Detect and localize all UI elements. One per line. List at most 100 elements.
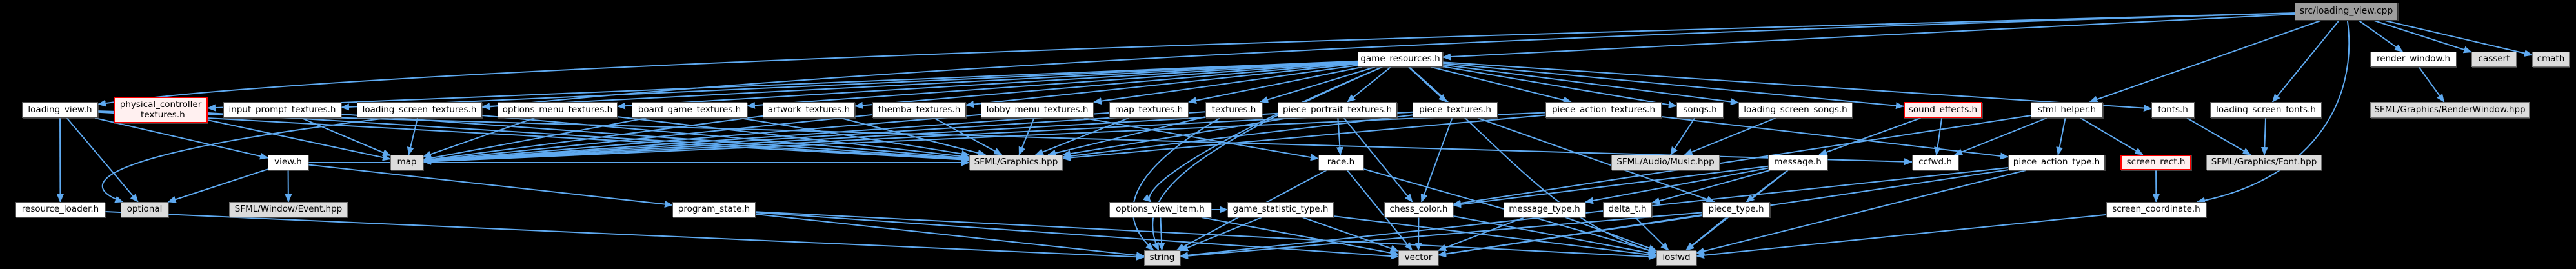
include-edge-game_resources-to-songs [1442, 66, 1677, 108]
include-edge-piece_type-to-vector [1438, 214, 1703, 257]
include-edge-game_resources-to-loading_screen_textures [481, 61, 1358, 110]
graph-node-label: piece_action_textures.h [1551, 104, 1656, 115]
graph-node-label: piece_textures.h [1419, 104, 1491, 115]
graph-node-label: map_textures.h [1114, 104, 1183, 115]
graph-node-themba_textures[interactable]: themba_textures.h [872, 102, 966, 118]
graph-node-sfml_helper[interactable]: sfml_helper.h [2031, 102, 2103, 118]
include-edge-game_statistic_type-to-string [1180, 217, 1262, 252]
include-edge-message-to-chess_color [1453, 165, 1769, 208]
graph-node-loading_screen_textures[interactable]: loading_screen_textures.h [357, 102, 482, 118]
include-edge-delta_t-to-iosfwd [1635, 217, 1669, 251]
graph-node-sound_effects[interactable]: sound_effects.h [1904, 102, 1982, 118]
graph-node-sfml_graphics[interactable]: SFML/Graphics.hpp [969, 155, 1063, 170]
graph-node-label: lobby_menu_textures.h [986, 104, 1089, 115]
graph-node-sfml_font[interactable]: SFML/Graphics/Font.hpp [2206, 155, 2322, 170]
graph-node-root[interactable]: src/loading_view.cpp [2295, 3, 2398, 21]
graph-node-piece_type[interactable]: piece_type.h [1702, 202, 1770, 217]
include-edge-loading_view-to-sfml_graphics [97, 111, 970, 163]
graph-node-input_prompt_textures[interactable]: input_prompt_textures.h [223, 102, 341, 118]
graph-node-label: message_type.h [1509, 204, 1580, 215]
graph-node-label: board_game_textures.h [638, 104, 741, 115]
include-edge-sfml_helper-to-piece_action_type [2056, 117, 2066, 155]
include-edge-render_window-to-sfml_renderwindow [2418, 66, 2445, 103]
graph-node-label: input_prompt_textures.h [228, 104, 336, 115]
include-edge-artwork_textures-to-map [423, 115, 763, 163]
include-edge-piece_portrait_textures-to-sfml_graphics [1062, 117, 1289, 157]
include-edge-loading_screen_fonts-to-sfml_font [2260, 117, 2268, 155]
include-edge-textures-to-string [1132, 117, 1221, 251]
include-edge-sound_effects-to-message [1818, 117, 1921, 156]
graph-node-textures[interactable]: textures.h [1205, 102, 1262, 118]
graph-node-message[interactable]: message.h [1768, 155, 1827, 170]
graph-node-race[interactable]: race.h [1318, 155, 1363, 170]
graph-node-label: loading_view.h [28, 104, 92, 115]
graph-node-message_type[interactable]: message_type.h [1504, 202, 1585, 217]
include-edge-message_type-to-vector [1438, 217, 1525, 252]
graph-node-cmath[interactable]: cmath [2532, 52, 2570, 67]
graph-node-view[interactable]: view.h [268, 155, 308, 170]
graph-node-label: songs.h [1683, 104, 1717, 115]
graph-node-loading_view[interactable]: loading_view.h [22, 102, 98, 118]
graph-node-resource_loader[interactable]: resource_loader.h [15, 202, 105, 217]
graph-node-vector[interactable]: vector [1398, 250, 1438, 266]
graph-node-loading_screen_songs[interactable]: loading_screen_songs.h [1738, 102, 1853, 118]
include-edge-game_resources-to-input_prompt_textures [341, 60, 1358, 111]
include-edge-message_type-to-iosfwd [1565, 217, 1657, 252]
graph-node-artwork_textures[interactable]: artwork_textures.h [763, 102, 855, 118]
include-edge-program_state-to-string [755, 213, 1145, 259]
graph-node-chess_color[interactable]: chess_color.h [1384, 202, 1453, 217]
graph-node-sfml_event[interactable]: SFML/Window/Event.hpp [229, 202, 348, 217]
graph-node-label: string [1149, 252, 1175, 263]
graph-node-piece_textures[interactable]: piece_textures.h [1413, 102, 1498, 118]
graph-node-program_state[interactable]: program_state.h [672, 202, 756, 217]
graph-node-label: piece_action_type.h [2013, 157, 2100, 168]
graph-node-piece_portrait_textures[interactable]: piece_portrait_textures.h [1278, 102, 1397, 118]
graph-node-map[interactable]: map [390, 155, 423, 170]
graph-node-screen_coordinate[interactable]: screen_coordinate.h [2106, 202, 2206, 217]
graph-node-board_game_textures[interactable]: board_game_textures.h [632, 102, 747, 118]
graph-node-label: race.h [1327, 157, 1355, 168]
include-edge-game_resources-to-board_game_textures [747, 61, 1358, 109]
graph-node-label: src/loading_view.cpp [2299, 6, 2393, 17]
include-edge-view-to-optional [167, 168, 268, 203]
graph-node-render_window[interactable]: render_window.h [2370, 52, 2457, 67]
graph-node-songs[interactable]: songs.h [1676, 102, 1724, 118]
graph-node-screen_rect[interactable]: screen_rect.h [2120, 155, 2191, 170]
include-edge-game_resources-to-artwork_textures [854, 62, 1358, 109]
graph-node-sfml_music[interactable]: SFML/Audio/Music.hpp [1611, 155, 1720, 170]
graph-node-lobby_menu_textures[interactable]: lobby_menu_textures.h [981, 102, 1094, 118]
graph-node-delta_t[interactable]: delta_t.h [1603, 202, 1652, 217]
include-edge-map_textures-to-map [423, 112, 1110, 164]
graph-node-loading_screen_fonts[interactable]: loading_screen_fonts.h [2210, 102, 2322, 118]
graph-node-map_textures[interactable]: map_textures.h [1109, 102, 1189, 118]
graph-node-game_resources[interactable]: game_resources.h [1358, 52, 1443, 67]
graph-node-piece_action_textures[interactable]: piece_action_textures.h [1545, 102, 1662, 118]
include-edge-program_state-to-vector [755, 212, 1399, 260]
graph-node-label: render_window.h [2376, 54, 2451, 65]
graph-node-cassert[interactable]: cassert [2471, 52, 2517, 67]
include-edge-artwork_textures-to-sfml_graphics [840, 117, 987, 157]
graph-node-label: SFML/Graphics/RenderWindow.hpp [2374, 104, 2526, 115]
graph-node-optional[interactable]: optional [121, 202, 168, 217]
include-edge-root-to-sfml_helper [2089, 20, 2321, 103]
graph-node-physical_controller_textures[interactable]: physical_controller _textures.h [114, 97, 208, 123]
include-edge-themba_textures-to-map [423, 114, 873, 164]
graph-node-options_menu_textures[interactable]: options_menu_textures.h [498, 102, 618, 118]
graph-node-iosfwd[interactable]: iosfwd [1656, 250, 1696, 266]
include-edge-physical_controller_textures-to-map [207, 119, 391, 161]
graph-node-options_view_item[interactable]: options_view_item.h [1109, 202, 1211, 217]
graph-node-piece_action_type[interactable]: piece_action_type.h [2008, 155, 2105, 170]
include-edge-textures-to-map [423, 111, 1206, 165]
include-edge-game_resources-to-piece_action_textures [1431, 66, 1572, 104]
graph-node-label: options_menu_textures.h [502, 104, 613, 115]
graph-node-sfml_renderwindow[interactable]: SFML/Graphics/RenderWindow.hpp [2370, 102, 2530, 118]
graph-node-fonts[interactable]: fonts.h [2151, 102, 2195, 118]
graph-node-game_statistic_type[interactable]: game_statistic_type.h [1227, 202, 1334, 217]
include-edge-game_resources-to-options_view_item [1142, 66, 1383, 203]
include-edge-loading_view-to-optional [66, 117, 139, 203]
include-edge-root-to-render_window [2359, 20, 2403, 52]
graph-node-ccfwd[interactable]: ccfwd.h [1912, 155, 1958, 170]
graph-node-label: message.h [1774, 157, 1822, 168]
graph-node-string[interactable]: string [1144, 250, 1180, 266]
